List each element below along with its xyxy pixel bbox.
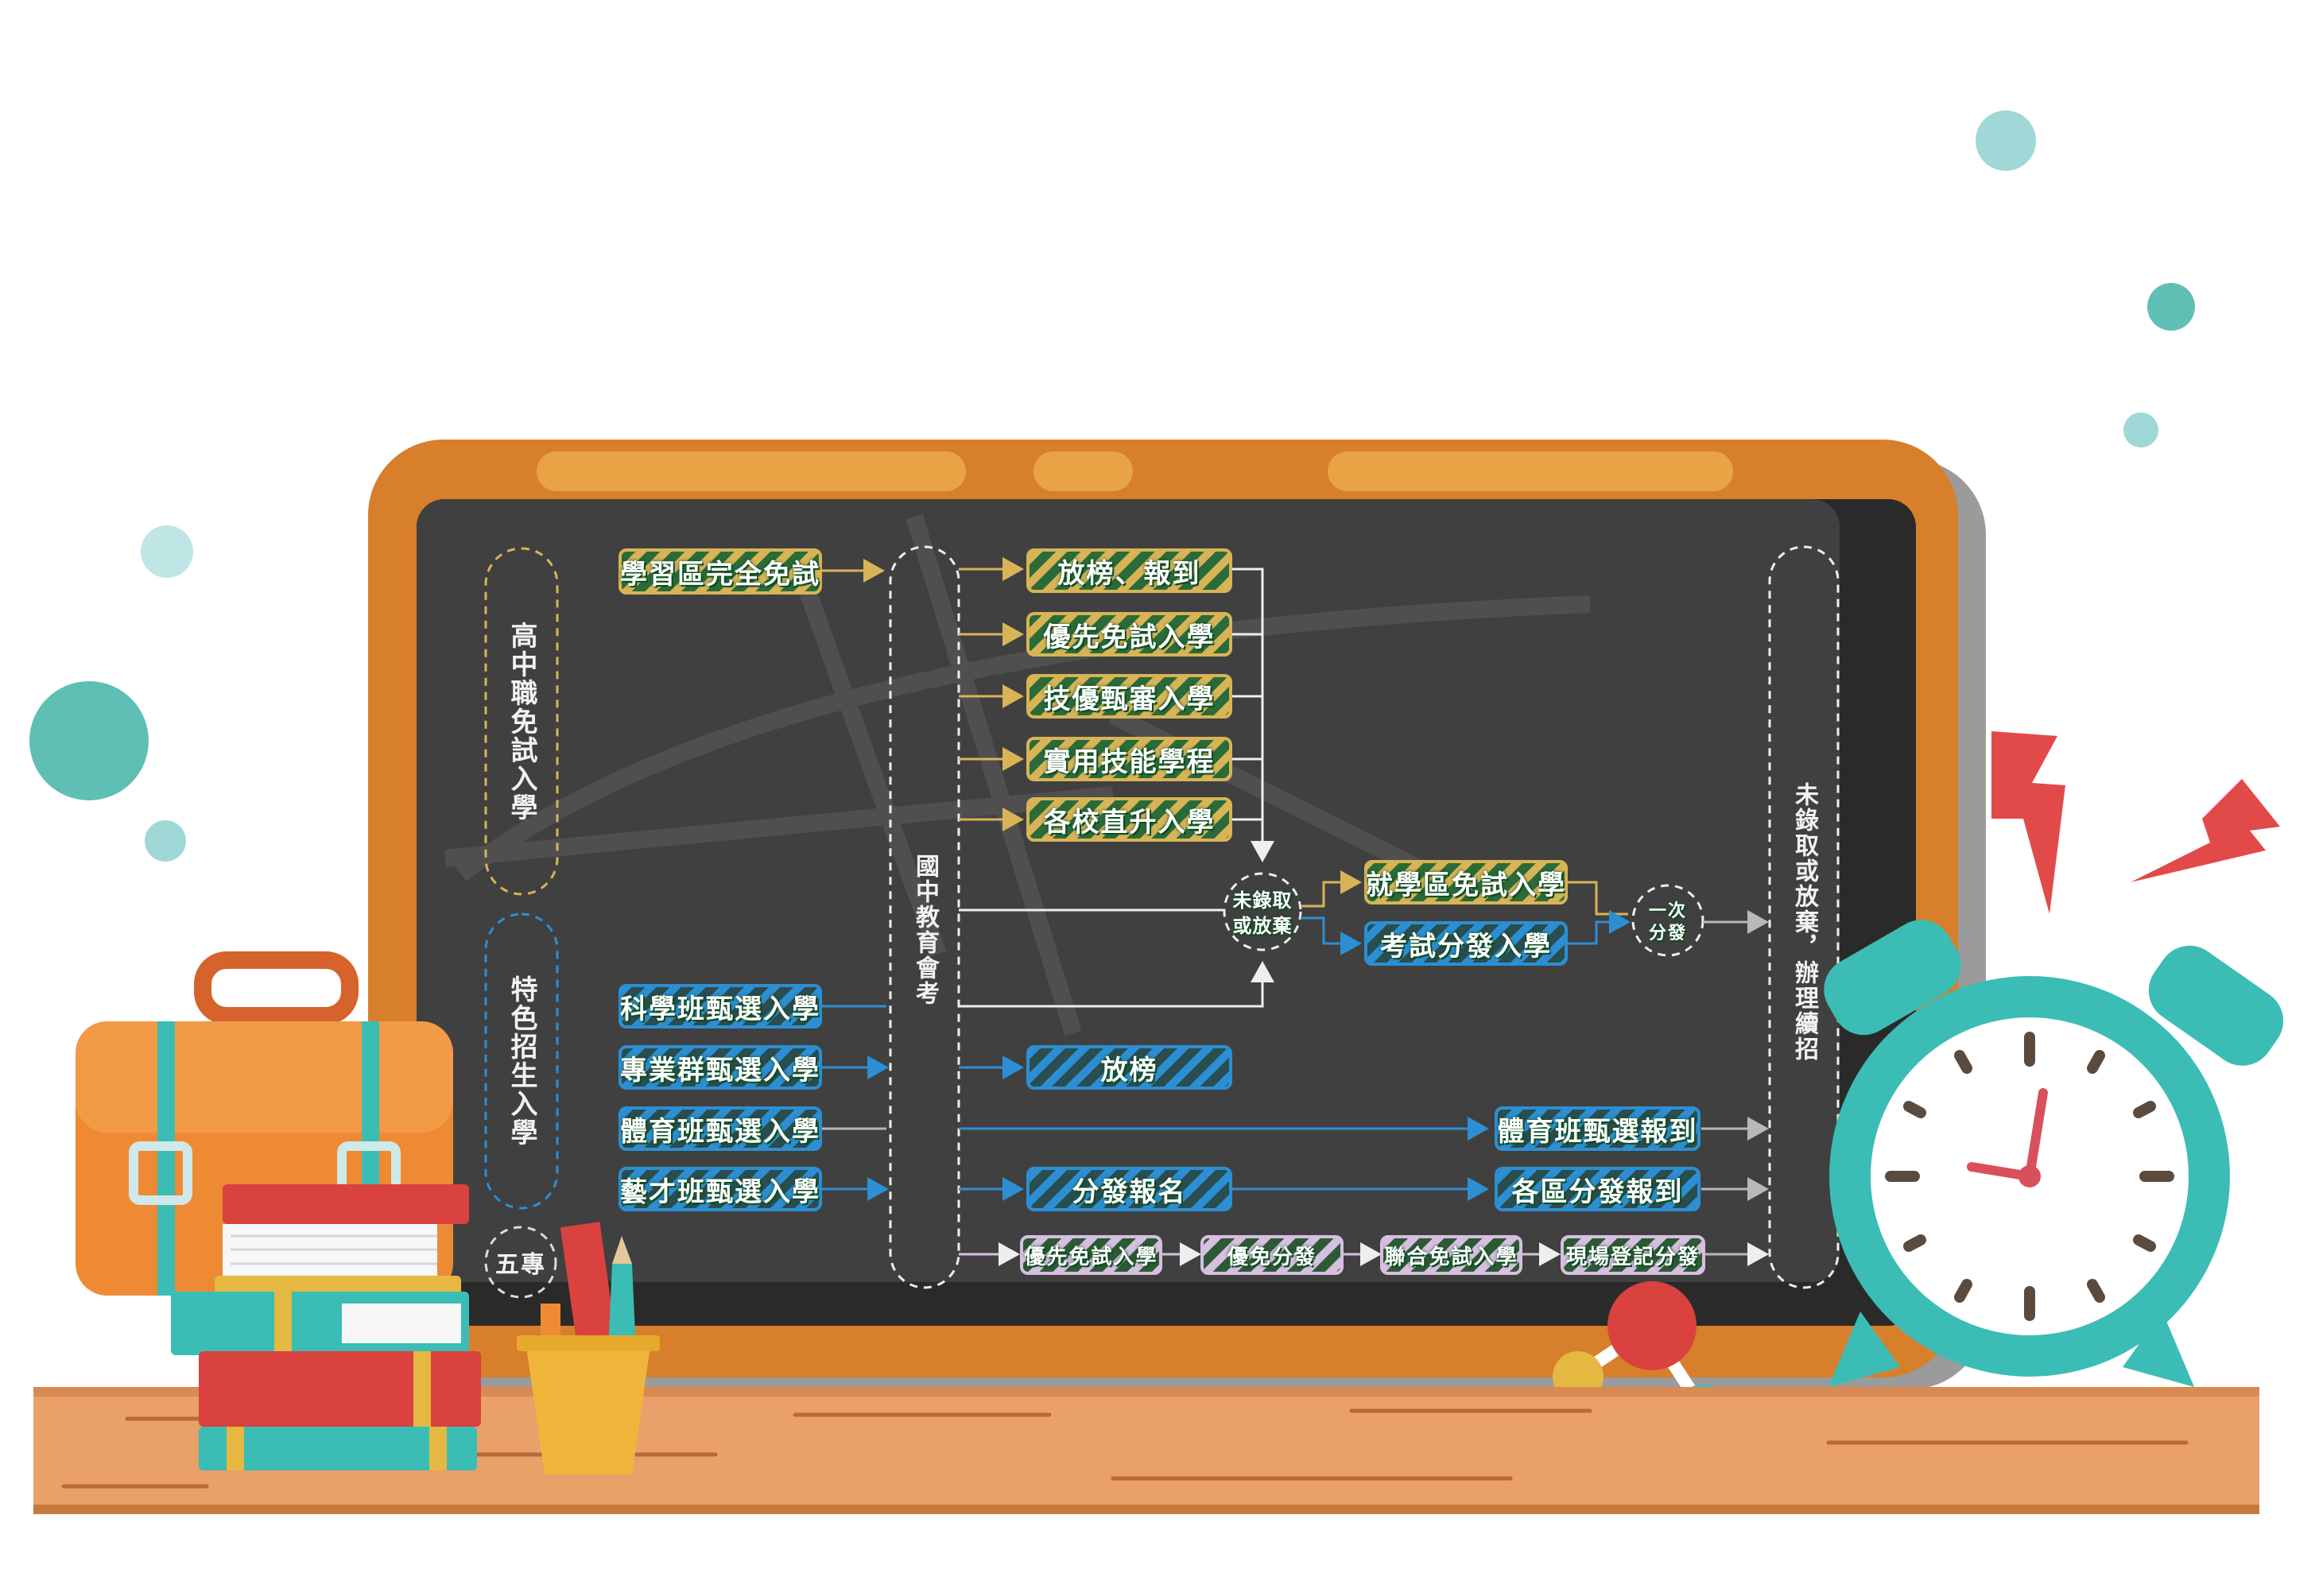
group-five-year-label: 五專 [495, 1251, 546, 1279]
pencil-cup-icon [517, 1222, 660, 1474]
box-five-priority-distribution: 優免分發 [1227, 1245, 1317, 1269]
pink-boxes [1020, 1235, 1705, 1275]
box-district-free: 就學區免試入學 [1366, 869, 1566, 901]
decor-bubbles [29, 110, 2195, 862]
decision-node-line2: 或放棄 [1232, 914, 1293, 937]
once-node-line1: 一次 [1648, 901, 1687, 921]
box-direct-promotion: 各校直升入學 [1043, 806, 1216, 839]
connectors [820, 557, 1769, 1266]
box-professional-group: 專業群甄選入學 [620, 1054, 820, 1087]
blue-boxes [619, 921, 1700, 1211]
box-sports-report: 體育班甄選報到 [1497, 1115, 1698, 1148]
exam-column-label: 國中教育會考 [911, 854, 939, 1006]
group-special-admission-label: 特色招生入學 [506, 975, 537, 1147]
decision-node-line1: 未錄取 [1232, 889, 1293, 912]
box-practical-skills: 實用技能學程 [1043, 746, 1216, 778]
box-five-priority: 優先免試入學 [1024, 1245, 1158, 1269]
box-sports-class: 體育班甄選入學 [620, 1115, 820, 1148]
box-skills-review: 技優甄審入學 [1043, 683, 1216, 715]
alarm-clock-icon [1824, 731, 2284, 1387]
box-exam-distribution: 考試分發入學 [1380, 930, 1552, 963]
books-icon [171, 1184, 481, 1470]
box-release-report: 放榜、報到 [1057, 557, 1201, 590]
group-free-admission-label: 高中職免試入學 [506, 621, 537, 822]
once-node-line2: 分發 [1648, 924, 1687, 943]
box-five-joint-free: 聯合免試入學 [1384, 1245, 1518, 1269]
box-priority-free: 優先免試入學 [1043, 621, 1216, 653]
box-school-district: 學習區完全免試 [620, 558, 820, 591]
box-release: 放榜 [1100, 1054, 1158, 1087]
yellow-boxes [619, 548, 1568, 905]
box-science-class: 科學班甄選入學 [620, 993, 820, 1025]
group-outlines [484, 545, 1840, 1299]
box-arts-class: 藝才班甄選入學 [620, 1176, 820, 1208]
box-distribution-signup: 分發報名 [1072, 1176, 1187, 1208]
box-five-onsite-registration: 現場登記分發 [1565, 1245, 1700, 1269]
box-district-report: 各區分發報到 [1511, 1176, 1684, 1208]
briefcase-icon [76, 951, 453, 1296]
continue-enroll-label: 未錄取或放棄，辦理續招 [1790, 782, 1818, 1062]
